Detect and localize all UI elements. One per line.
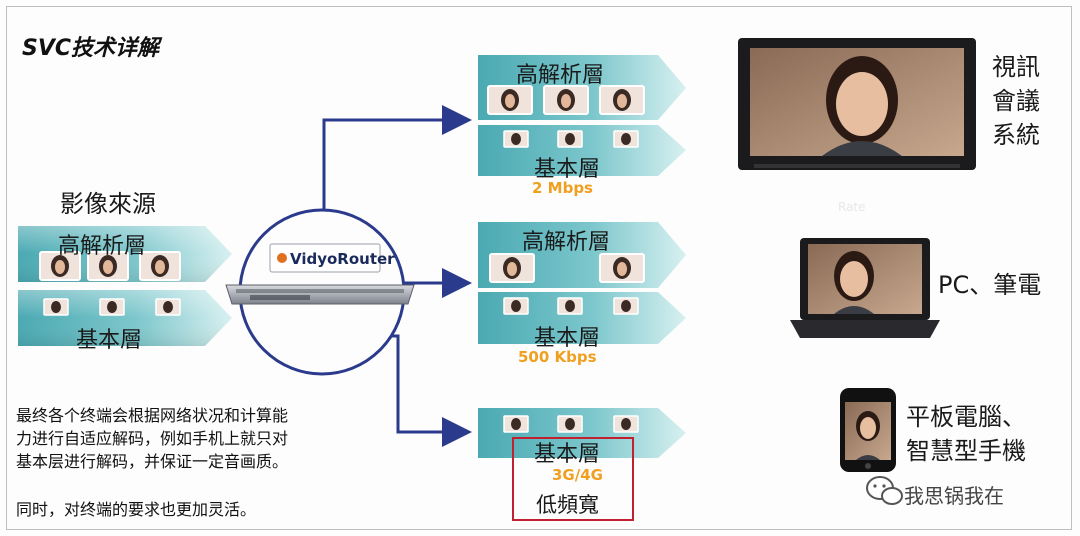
page-title: SVC技术详解	[22, 36, 160, 61]
output2-high-layer-label: 高解析層	[522, 230, 611, 255]
device-label-line: 系統	[992, 121, 1040, 149]
device-label-video-conf: 視訊 會議 系統	[992, 50, 1040, 152]
description-note: 同时，对终端的要求也更加灵活。	[16, 500, 257, 519]
device-label-pc: PC、筆電	[938, 271, 1042, 299]
arrow-to-output3	[392, 334, 472, 447]
description-line: 基本层进行解码，并保证一定音画质。	[16, 452, 289, 471]
description-line: 力进行自适应解码，例如手机上就只对	[16, 429, 289, 448]
output1-high-layer-label: 高解析層	[516, 63, 605, 88]
output3-base-layer-label: 基本層	[534, 442, 601, 467]
description-line: 最终各个终端会根据网络状况和计算能	[16, 406, 289, 425]
device-label-line: 視訊	[992, 53, 1040, 81]
output1-rate: 2 Mbps	[532, 179, 593, 197]
output2-rate: 500 Kbps	[518, 348, 597, 366]
phone-device	[840, 388, 896, 472]
arrow-to-output1	[322, 105, 472, 210]
output3-rate: 3G/4G	[552, 466, 603, 484]
output3-rate-note: 低頻寬	[536, 493, 599, 517]
source-heading: 影像來源	[60, 190, 156, 218]
device-label-line: 平板電腦、	[906, 403, 1026, 431]
ghost-label: Rate	[838, 200, 866, 214]
device-label-line: 會議	[992, 87, 1040, 115]
laptop-device	[790, 238, 940, 338]
device-label-line: 智慧型手機	[906, 437, 1026, 465]
watermark-text: 我思锅我在	[904, 484, 1004, 508]
low-bandwidth-highlight	[512, 437, 634, 521]
wechat-icon	[866, 476, 903, 505]
tv-device	[738, 38, 976, 170]
device-label-mobile: 平板電腦、 智慧型手機	[906, 400, 1026, 468]
description-paragraph: 最终各个终端会根据网络状况和计算能 力进行自适应解码，例如手机上就只对 基本层进…	[16, 404, 288, 473]
output2-base-layer-label: 基本層	[534, 326, 601, 351]
slide-border	[6, 6, 1072, 530]
router-device	[225, 243, 415, 305]
source-base-layer-label: 基本層	[76, 328, 143, 353]
thumbnail-faces-small	[51, 133, 631, 430]
thumbnail-skin-large	[55, 94, 627, 276]
output1-base-layer-label: 基本層	[534, 157, 601, 182]
source-high-layer-label: 高解析層	[58, 234, 147, 259]
router-brand: VidyoRouter	[290, 250, 395, 268]
